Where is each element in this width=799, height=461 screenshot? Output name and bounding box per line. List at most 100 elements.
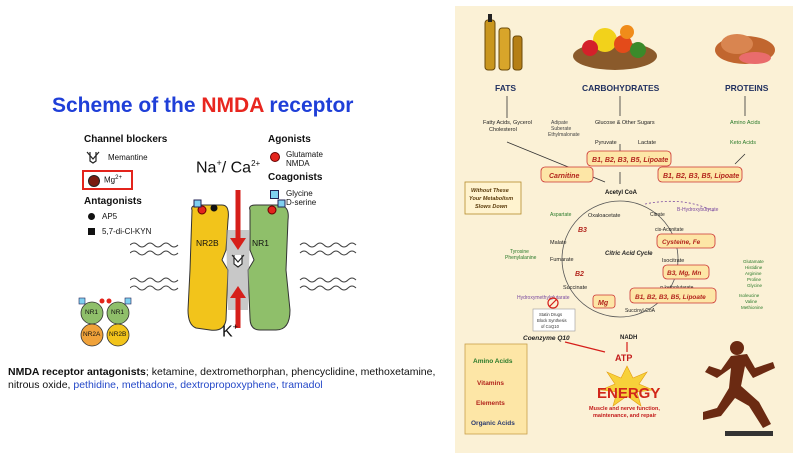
energy-sub-1: Muscle and nerve function, xyxy=(589,406,660,412)
nr2b-label: NR2B xyxy=(196,238,219,248)
title-text: Scheme of the xyxy=(52,94,202,117)
metabolism-diagram: FATS CARBOHYDRATES PROTEINS Fatty Acids,… xyxy=(464,14,775,436)
isoleucine-label: Isoleucine xyxy=(739,293,760,298)
cysteine-text: Cysteine, Fe xyxy=(662,239,701,246)
title-text-end: receptor xyxy=(263,94,354,117)
block-icon xyxy=(547,297,559,309)
slide-title: Scheme of the NMDA receptor xyxy=(52,94,353,118)
succinate-label: Succinate xyxy=(563,285,587,291)
note-line-1: Without These xyxy=(471,188,509,194)
vitamin-box-2-text: B1, B2, B3, B5, Lipoate xyxy=(663,173,739,180)
mini-nr1-b-label: NR1 xyxy=(111,309,125,316)
agonists-header: Agonists xyxy=(268,134,311,145)
tetramer-diagram xyxy=(78,297,132,347)
list-elements: Elements xyxy=(476,400,505,407)
title-highlight: NMDA xyxy=(201,94,264,117)
pyruvate-label: Pyruvate xyxy=(595,140,617,146)
carbohydrates-label: CARBOHYDRATES xyxy=(582,83,660,93)
atp-label: ATP xyxy=(615,353,632,363)
memantine-label: Memantine xyxy=(108,153,148,162)
cysteine-box xyxy=(656,233,716,249)
suberate-label: Suberate xyxy=(551,126,572,132)
amino-acids-label: Amino Acids xyxy=(730,120,761,126)
statin-line-1: Statin Drugs xyxy=(539,312,562,317)
metabolism-poster: FATS CARBOHYDRATES PROTEINS Fatty Acids,… xyxy=(455,6,793,453)
acetyl-coa-label: Acetyl CoA xyxy=(605,190,638,196)
isocitrate-label: Isocitrate xyxy=(662,258,684,264)
vitamin-box-3-text: B1, B2, B3, B5, Lipoate xyxy=(635,294,706,301)
nutrients-box xyxy=(464,343,528,435)
statin-line-2: Block Synthesis xyxy=(537,318,567,323)
nadh-label: NADH xyxy=(620,335,637,341)
note-line-2: Your Metabolism xyxy=(469,196,513,202)
keto-acids-label: Keto Acids xyxy=(730,140,756,146)
mg-ion-icon xyxy=(88,175,100,187)
memantine-icon xyxy=(86,151,100,164)
nr2b-subunit xyxy=(187,204,229,331)
ap5-icon xyxy=(88,213,95,220)
antagonists-caption: NMDA receptor antagonists; ketamine, dex… xyxy=(8,366,436,391)
ap5-label: AP5 xyxy=(102,212,118,221)
fumarate-label: Fumarate xyxy=(550,257,574,263)
fats-label: FATS xyxy=(495,83,516,93)
adipate-label: Adipate xyxy=(551,120,568,126)
glutamate-r-label: Glutamate xyxy=(743,259,764,264)
hydroxymethylglutarate-label: Hydroxymethylglutarate xyxy=(517,295,570,301)
glutamate-site-2 xyxy=(267,205,277,215)
glucose-label: Glucose & Other Sugars xyxy=(595,120,655,126)
histidine-label: Histidine xyxy=(745,265,763,270)
mg-r-label: Mg xyxy=(598,300,609,307)
fatty-acids-label: Fatty Acids, Gycerol xyxy=(483,120,532,126)
succinyl-coa-label: Succinyl-CoA xyxy=(625,308,656,314)
channel-pore xyxy=(226,230,250,310)
hydroxybutyrate-path xyxy=(644,200,716,213)
valine-label: Valine xyxy=(745,299,758,304)
b2-label: B2 xyxy=(575,271,584,278)
list-amino-acids: Amino Acids xyxy=(473,358,513,365)
proteins-image xyxy=(715,34,775,64)
kyn-label: 5,7-di-Cl-KYN xyxy=(102,227,152,236)
mini-nr2a xyxy=(80,323,104,347)
list-organic-acids: Organic Acids xyxy=(471,420,515,427)
nr1-label: NR1 xyxy=(252,238,270,248)
b3-mg-mn-box xyxy=(662,264,710,280)
glycine-label: Glycine xyxy=(286,189,313,198)
pore-memantine-icon xyxy=(231,254,245,268)
mg-label: Mg2+ xyxy=(104,175,122,185)
citrate-label: Citrate xyxy=(650,212,665,218)
energy-arrows xyxy=(564,341,628,353)
nmda-receptor-diagram xyxy=(130,190,357,331)
energy-sub-2: maintenance, and repair xyxy=(593,413,657,419)
glycine-r-label: Glycine xyxy=(747,283,763,288)
coagonists-header: Coagonists xyxy=(268,172,323,183)
proteins-label: PROTEINS xyxy=(725,83,769,93)
methionine-label: Methionine xyxy=(741,305,764,310)
vitamin-box-1-text: B1, B2, B3, B5, Lipoate xyxy=(592,157,668,164)
oxaloacetate-label: Oxaloacetate xyxy=(588,213,620,219)
proline-label: Proline xyxy=(747,277,762,282)
ethylmalonate-label: Ethylmalonate xyxy=(548,132,580,138)
phenylalanine-label: Phenylalanine xyxy=(505,255,537,261)
note-box xyxy=(464,181,522,215)
nmda-label: NMDA xyxy=(286,159,310,168)
citric-acid-cycle-ring xyxy=(561,200,679,318)
aspartate-label: Aspartate xyxy=(550,212,572,218)
mg-box xyxy=(592,294,616,309)
vitamin-box-2 xyxy=(657,166,743,183)
mini-nr2a-label: NR2A xyxy=(83,331,101,338)
mini-nr2b xyxy=(106,323,130,347)
vitamin-box-3 xyxy=(629,287,717,304)
coq10-label: Coenzyme Q10 xyxy=(523,335,570,342)
kyn-icon xyxy=(88,228,95,235)
glycine-site-2 xyxy=(277,199,286,208)
channel-blockers-header: Channel blockers xyxy=(84,134,168,145)
b3-mg-mn-text: B3, Mg, Mn xyxy=(667,270,701,277)
cholesterol-label: Cholesterol xyxy=(489,127,517,133)
lactate-label: Lactate xyxy=(638,140,656,146)
malate-label: Malate xyxy=(550,240,567,246)
glycine-icon xyxy=(270,190,279,199)
note-line-3: Slows Down xyxy=(475,204,508,210)
glutamate-label: Glutamate xyxy=(286,150,323,159)
antagonist-site xyxy=(210,204,218,212)
nr1-subunit xyxy=(247,204,291,331)
